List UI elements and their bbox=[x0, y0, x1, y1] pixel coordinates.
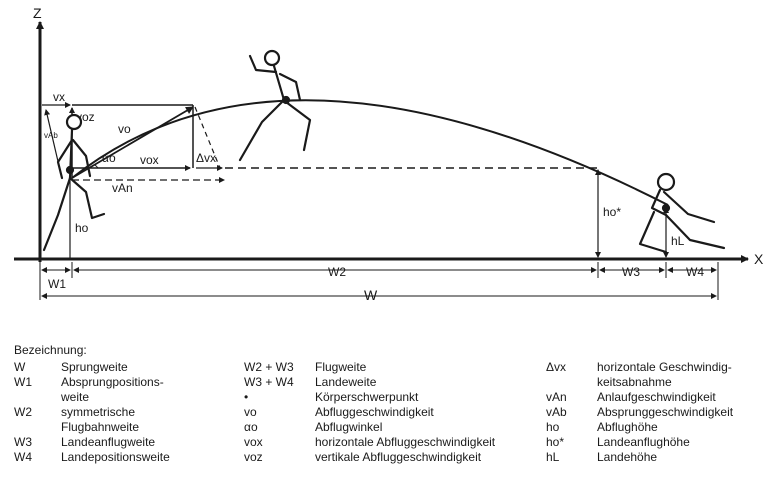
legend-row: αo Abflugwinkel bbox=[244, 420, 535, 435]
label-w: W bbox=[364, 287, 378, 303]
legend-row: W3 + W4 Landeweite bbox=[244, 375, 535, 390]
legend-row: hL Landehöhe bbox=[546, 450, 767, 465]
legend-description: horizontale Abfluggeschwindigkeit bbox=[315, 435, 496, 449]
legend-description: Abfluggeschwindigkeit bbox=[315, 405, 434, 419]
label-vox: vox bbox=[140, 153, 159, 167]
legend-row: vox horizontale Abfluggeschwindigkeit bbox=[244, 435, 535, 450]
legend-row: • Körperschwerpunkt bbox=[244, 390, 535, 405]
legend-row: voz vertikale Abfluggeschwindigkeit bbox=[244, 450, 535, 465]
legend-symbol: vo bbox=[244, 405, 257, 419]
legend-symbol: hL bbox=[546, 450, 560, 464]
legend-description: Landepositionsweite bbox=[61, 450, 170, 464]
legend-description: symmetrische Flugbahnweite bbox=[61, 405, 140, 434]
legend-symbol: W3 bbox=[14, 435, 32, 449]
legend-row: W Sprungweite bbox=[14, 360, 226, 375]
label-hl: hL bbox=[671, 234, 685, 248]
legend-description: Sprungweite bbox=[61, 360, 128, 374]
legend-row: vAb Absprunggeschwindigkeit bbox=[546, 405, 767, 420]
long-jump-diagram: Z X vx voz vAb vo αo vox Δvx vAn ho ho* … bbox=[14, 5, 764, 303]
legend-symbol: W4 bbox=[14, 450, 32, 464]
legend-row: W2 symmetrische Flugbahnweite bbox=[14, 405, 226, 435]
alpha-arc bbox=[94, 164, 99, 169]
label-w3: W3 bbox=[622, 265, 640, 279]
legend-symbol: W2 bbox=[14, 405, 32, 419]
z-axis-label: Z bbox=[33, 5, 42, 21]
legend-description: Körperschwerpunkt bbox=[315, 390, 419, 404]
label-w1: W1 bbox=[48, 277, 66, 291]
legend-row: W2 + W3 Flugweite bbox=[244, 360, 535, 375]
legend-symbol: • bbox=[244, 390, 249, 404]
vo-arrow bbox=[71, 106, 194, 179]
landing-jumper-figure bbox=[638, 172, 726, 254]
legend-symbol: voz bbox=[244, 450, 263, 464]
legend-symbol: vAb bbox=[546, 405, 567, 419]
label-w2: W2 bbox=[328, 265, 346, 279]
legend-description: horizontale Geschwindig- keitsabnahme bbox=[597, 360, 732, 389]
legend-description: Landeweite bbox=[315, 375, 377, 389]
legend-row: ho Abflughöhe bbox=[546, 420, 767, 435]
legend-symbol: vox bbox=[244, 435, 263, 449]
legend-description: Landeanflugweite bbox=[61, 435, 156, 449]
label-vo: vo bbox=[118, 122, 131, 136]
parallelogram-dashed bbox=[194, 106, 221, 169]
legend-description: Landeanflughöhe bbox=[597, 435, 690, 449]
legend-description: vertikale Abfluggeschwindigkeit bbox=[315, 450, 482, 464]
legend-description: Landehöhe bbox=[597, 450, 658, 464]
legend-row: W4 Landepositionsweite bbox=[14, 450, 226, 465]
legend-symbol: αo bbox=[244, 420, 258, 434]
label-w4: W4 bbox=[686, 265, 704, 279]
legend-description: Absprunggeschwindigkeit bbox=[597, 405, 734, 419]
legend-description: Anlaufgeschwindigkeit bbox=[597, 390, 716, 404]
label-van: vAn bbox=[112, 181, 133, 195]
legend-symbol: W bbox=[14, 360, 26, 374]
label-ho-star: ho* bbox=[603, 205, 621, 219]
legend-row: Δvx horizontale Geschwindig- keitsabnahme bbox=[546, 360, 767, 390]
legend-symbol: W2 + W3 bbox=[244, 360, 294, 374]
takeoff-jumper-figure bbox=[42, 113, 106, 252]
legend-description: Absprungpositions- weite bbox=[61, 375, 164, 404]
legend-description: Abflugwinkel bbox=[315, 420, 383, 434]
x-axis-label: X bbox=[754, 251, 764, 267]
legend-symbol: ho* bbox=[546, 435, 565, 449]
legend-description: Flugweite bbox=[315, 360, 367, 374]
legend-column-3: Δvx horizontale Geschwindig- keitsabnahme… bbox=[546, 360, 767, 465]
flight-jumper-figure bbox=[238, 49, 312, 162]
label-alpha-o: αo bbox=[102, 151, 116, 165]
legend-symbol: ho bbox=[546, 420, 560, 434]
label-vab: vAb bbox=[44, 131, 58, 140]
label-vx: vx bbox=[53, 90, 65, 104]
legend-description: Abflughöhe bbox=[597, 420, 658, 434]
legend-row: vo Abfluggeschwindigkeit bbox=[244, 405, 535, 420]
legend-symbol: Δvx bbox=[546, 360, 567, 374]
legend-symbol: vAn bbox=[546, 390, 567, 404]
legend-row: ho* Landeanflughöhe bbox=[546, 435, 767, 450]
flight-trajectory bbox=[71, 99, 669, 206]
legend-row: vAn Anlaufgeschwindigkeit bbox=[546, 390, 767, 405]
vab-arrow bbox=[44, 109, 61, 171]
legend-row: W3 Landeanflugweite bbox=[14, 435, 226, 450]
legend-row: W1 Absprungpositions- weite bbox=[14, 375, 226, 405]
legend-symbol: W3 + W4 bbox=[244, 375, 294, 389]
legend-column-2: W2 + W3 Flugweite W3 + W4 Landeweite • Körper… bbox=[244, 360, 535, 465]
label-ho: ho bbox=[75, 221, 89, 235]
legend-title: Bezeichnung: bbox=[14, 343, 87, 357]
label-delta-vx: Δvx bbox=[196, 151, 216, 165]
legend-symbol: W1 bbox=[14, 375, 32, 389]
